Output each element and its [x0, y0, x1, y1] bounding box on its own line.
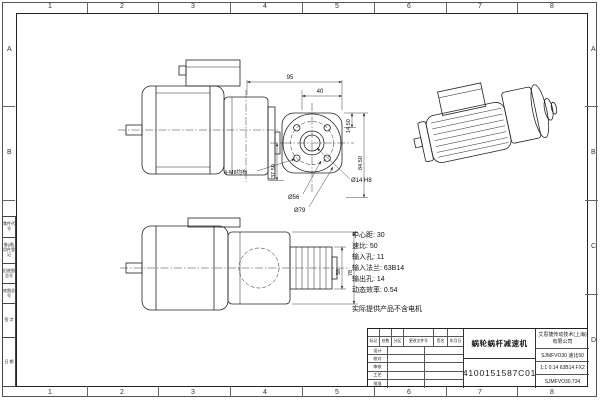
note-center-distance: 中心距: 30 [352, 232, 385, 239]
margin-tick [2, 106, 15, 107]
dim-78: 78 [348, 270, 354, 276]
role-check: 校对 [368, 355, 388, 363]
grid-col-label: 3 [191, 389, 195, 396]
grid-col-label: 5 [335, 389, 339, 396]
note-output-bore: 输出孔: 14 [352, 276, 385, 283]
role-audit: 审核 [368, 363, 388, 371]
hdr-date: 年月日 [449, 339, 462, 343]
margin-tick [585, 200, 598, 201]
part-code-cell: 零件代号 [2, 216, 16, 238]
dim-40: 40 [317, 89, 324, 95]
grid-col-label: 6 [407, 389, 411, 396]
title-block-middle: 蜗轮蜗杆减速机 4100151587C01 [462, 329, 537, 388]
grid-col-label: 5 [335, 3, 339, 10]
grid-col-label: 7 [478, 389, 482, 396]
dim-dia-14h8: Ø14 H8 [351, 178, 372, 184]
grid-row-label: A [591, 46, 596, 53]
note-input-bore: 输入孔: 11 [352, 254, 385, 261]
role-approve: 批准 [368, 379, 388, 388]
margin-tick [517, 2, 518, 13]
note-input-flange: 输入法兰: 63B14 [352, 265, 405, 272]
revision-and-roles-grid: 标记 处数 分区 更改文件号 签名 年月日 设计 校对 审核 工艺 批准 [368, 329, 464, 388]
dim-14-50: 14.50 [346, 119, 352, 133]
dimensions-lower [292, 231, 358, 305]
hdr-count: 处数 [380, 337, 392, 346]
grid-row-label: B [591, 149, 596, 156]
model-label: SJMFVO30 速比50 [536, 349, 589, 362]
margin-tick [302, 386, 303, 397]
grid-col-label: 6 [407, 3, 411, 10]
dim-58: 58 [336, 269, 342, 275]
hdr-mark: 标记 [368, 337, 380, 346]
sheet-outer-border [2, 2, 597, 397]
note-ratio: 速比: 50 [352, 243, 378, 250]
product-code: SJMFVO30.734 [544, 378, 581, 385]
role-design: 设计 [368, 347, 388, 355]
bolt-pattern-note: 4-M8均布 [224, 168, 248, 176]
role-process: 工艺 [368, 371, 388, 379]
master-no-cell: 底图总号 [2, 284, 16, 304]
dimension-labels-lower: 58 78 [336, 269, 354, 276]
flange-view [270, 103, 354, 192]
margin-tick [374, 386, 375, 397]
hdr-change-doc: 更改文件号 [404, 337, 434, 346]
title-block: 标记 处数 分区 更改文件号 签名 年月日 设计 校对 审核 工艺 批准 蜗轮蜗… [367, 328, 589, 388]
dim-dia-56: Ø56 [288, 195, 300, 201]
dim-84-50: 84.50 [358, 156, 364, 170]
grid-col-label: 2 [120, 3, 124, 10]
hdr-zone: 分区 [392, 337, 404, 346]
drawing-number: 4100151587C01 [462, 368, 537, 378]
title-block-right: 艾思捷传动技术(上海)有限公司 SJMFVO30 速比50 1:1 0:14 6… [536, 329, 589, 388]
margin-tick [2, 200, 15, 201]
borrowed-parts-cell: 借(通)用件登记 [2, 238, 16, 264]
grid-row-label: D [591, 337, 597, 344]
dimensions-upper [246, 80, 368, 208]
spec-label: 1:1 0:14 63B14 FX2 [536, 362, 589, 375]
product-name: 蜗轮蜗杆减速机 [464, 329, 535, 359]
iso-view [413, 82, 558, 163]
grid-col-label: 7 [478, 3, 482, 10]
margin-tick [230, 2, 231, 13]
grid-col-label: 2 [120, 389, 124, 396]
margin-tick [87, 386, 88, 397]
margin-tick [446, 386, 447, 397]
margin-tick [158, 386, 159, 397]
margin-tick [585, 106, 598, 107]
motor-not-included-note: 实际提供产品不含电机 [352, 306, 422, 313]
grid-col-label: 8 [550, 389, 554, 396]
company-name: 艾思捷传动技术(上海)有限公司 [536, 329, 589, 349]
margin-tick [374, 2, 375, 13]
grid-col-label: 1 [48, 389, 52, 396]
signature-cell: 签 字 [2, 304, 16, 338]
side-view [118, 59, 281, 182]
margin-tick [585, 294, 598, 295]
margin-tick [230, 386, 231, 397]
hdr-signature: 签名 [434, 337, 448, 346]
spec-notes: 中心距: 30 速比: 50 输入孔: 11 输入法兰: 63B14 输出孔: … [352, 230, 404, 296]
grid-col-label: 4 [263, 3, 267, 10]
dimension-labels-upper: 95 40 14.50 84.50 37.50 4-M8均布 Ø56 Ø79 Ø… [224, 75, 372, 214]
margin-tick [302, 2, 303, 13]
old-master-no-cell: 旧底图总号 [2, 264, 16, 284]
margin-tick [158, 2, 159, 13]
grid-row-label: A [7, 46, 12, 53]
margin-tick [87, 2, 88, 13]
grid-row-label: C [591, 243, 597, 250]
grid-col-label: 8 [550, 3, 554, 10]
bottom-view [120, 217, 350, 311]
grid-col-label: 1 [48, 3, 52, 10]
grid-col-label: 4 [263, 389, 267, 396]
margin-tick [446, 2, 447, 13]
note-efficiency: 动态效率: 0.54 [352, 287, 398, 294]
dim-dia-79: Ø79 [294, 208, 306, 214]
dim-37-50: 37.50 [271, 164, 277, 178]
grid-col-label: 3 [191, 3, 195, 10]
grid-row-label: B [7, 149, 12, 156]
dim-95: 95 [287, 75, 294, 81]
date-cell: 日 期 [2, 338, 16, 387]
margin-tick [517, 386, 518, 397]
left-registration-panel: 零件代号 借(通)用件登记 旧底图总号 底图总号 签 字 日 期 [2, 216, 16, 387]
